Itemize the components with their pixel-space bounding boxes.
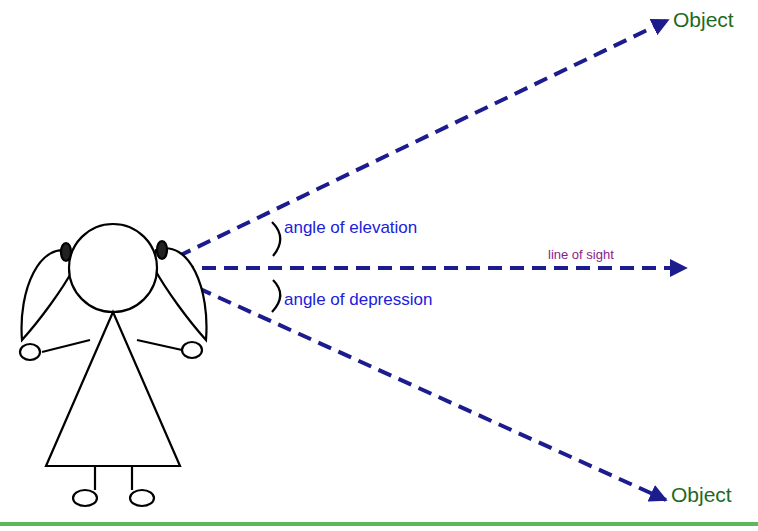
line-of-sight-label: line of sight — [548, 248, 614, 263]
ground-line — [0, 522, 758, 526]
depression-arc — [272, 280, 280, 312]
girl-figure — [20, 224, 207, 506]
angle-label: angle of depression — [284, 290, 432, 310]
horizontal-sight-line — [158, 266, 686, 270]
object-label: Object — [673, 8, 734, 32]
object-label: Object — [671, 483, 732, 507]
elevation-sight-line — [158, 20, 668, 266]
angle-label: angle of elevation — [284, 218, 417, 238]
depression-sight-line — [158, 270, 666, 500]
elevation-arc — [272, 222, 280, 256]
